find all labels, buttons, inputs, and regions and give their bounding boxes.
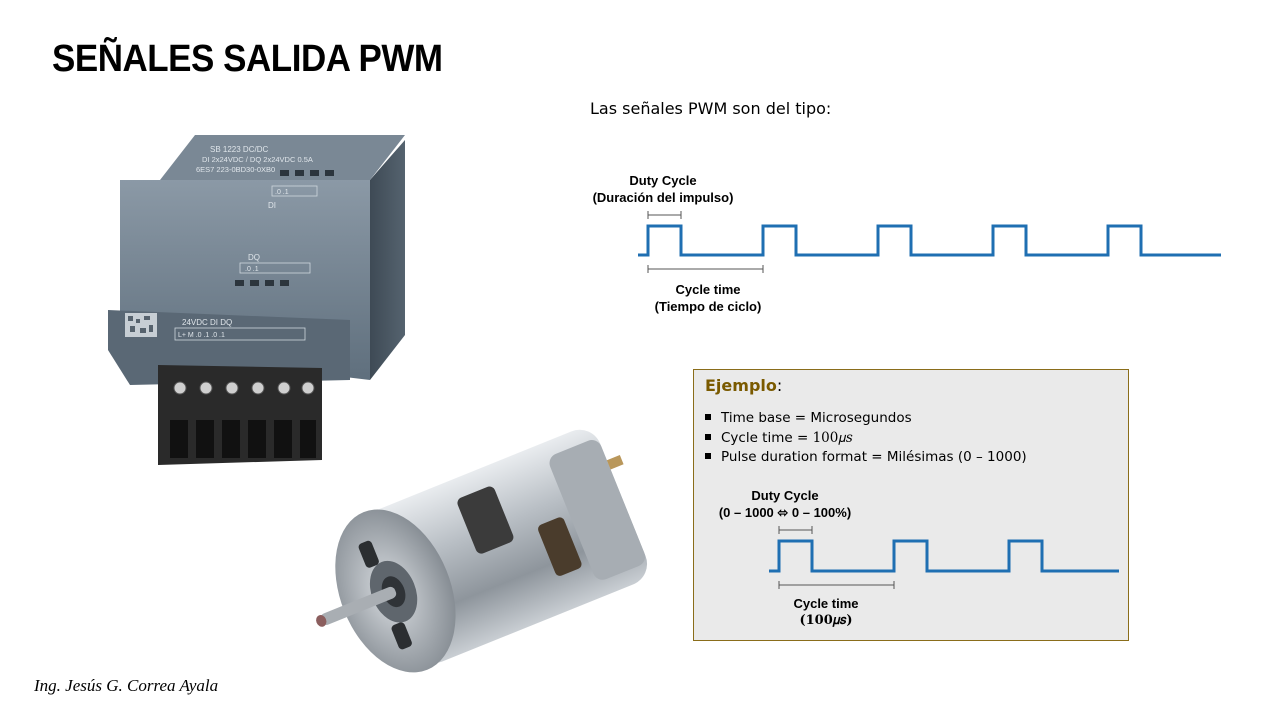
svg-text:L+ M .0 .1 .0 .1: L+ M .0 .1 .0 .1 (178, 332, 225, 339)
bullet-icon (705, 433, 711, 440)
pwm-example-diagram (769, 526, 1119, 589)
example-title: Ejemplo: (705, 376, 782, 395)
svg-text:6ES7 223-0BD30-0XB0: 6ES7 223-0BD30-0XB0 (196, 165, 275, 174)
pwm-main-diagram (638, 211, 1221, 273)
dc-motor-image (316, 429, 648, 673)
example-item-math: 100𝜇𝑠 (812, 429, 853, 446)
svg-text:.0 .1: .0 .1 (275, 189, 289, 196)
example-item: Cycle time = 100𝜇𝑠 (705, 430, 1027, 450)
pwm-waveform (769, 539, 1119, 573)
duty-cycle-label: Duty Cycle (Duración del impulso) (591, 172, 735, 206)
example-item-text: Cycle time = (721, 429, 813, 446)
svg-text:SB 1223 DC/DC: SB 1223 DC/DC (210, 145, 268, 154)
example-list: Time base = Microsegundos Cycle time = 1… (705, 410, 1027, 469)
intro-text: Las señales PWM son del tipo: (590, 99, 832, 118)
svg-text:24VDC DI DQ: 24VDC DI DQ (182, 318, 232, 327)
example-box: Ejemplo: Time base = Microsegundos Cycle… (693, 369, 1129, 641)
pwm-waveform (638, 224, 1221, 257)
cycle-time-title: Cycle time (675, 282, 741, 297)
cycle-time-label: Cycle time (Tiempo de ciclo) (636, 281, 780, 315)
example-item: Pulse duration format = Milésimas (0 – 1… (705, 449, 1027, 469)
example-duty-cycle-title: Duty Cycle (751, 488, 819, 503)
example-duty-cycle-label: Duty Cycle (0 – 1000 ⬄ 0 – 100%) (710, 487, 860, 521)
bullet-icon (705, 453, 711, 459)
example-cycle-time-title: Cycle time (793, 596, 859, 611)
example-duty-cycle-subtitle: (0 – 1000 ⬄ 0 – 100%) (718, 505, 852, 520)
slide-title: SEÑALES SALIDA PWM (52, 38, 443, 80)
cycle-time-subtitle: (Tiempo de ciclo) (654, 299, 762, 314)
example-cycle-time-subtitle: (100𝜇𝑠) (799, 613, 853, 628)
example-cycle-time-label: Cycle time (100𝜇𝑠) (776, 595, 876, 629)
bullet-icon (705, 414, 711, 420)
duty-cycle-title: Duty Cycle (629, 173, 697, 188)
example-colon: : (776, 376, 783, 395)
example-item-text: Pulse duration format = Milésimas (0 – 1… (721, 449, 1027, 465)
svg-text:.0 .1: .0 .1 (245, 266, 259, 273)
author-credit: Ing. Jesús G. Correa Ayala (34, 676, 219, 695)
svg-text:DI 2x24VDC / DQ 2x24VDC 0.5A: DI 2x24VDC / DQ 2x24VDC 0.5A (202, 155, 313, 164)
plc-module-image: SB 1223 DC/DC DI 2x24VDC / DQ 2x24VDC 0.… (108, 135, 405, 465)
duty-cycle-subtitle: (Duración del impulso) (592, 190, 734, 205)
svg-text:DQ: DQ (248, 253, 260, 262)
example-item: Time base = Microsegundos (705, 410, 1027, 430)
example-keyword: Ejemplo (705, 376, 777, 395)
example-item-text: Time base = Microsegundos (721, 410, 912, 426)
svg-text:DI: DI (268, 201, 276, 210)
